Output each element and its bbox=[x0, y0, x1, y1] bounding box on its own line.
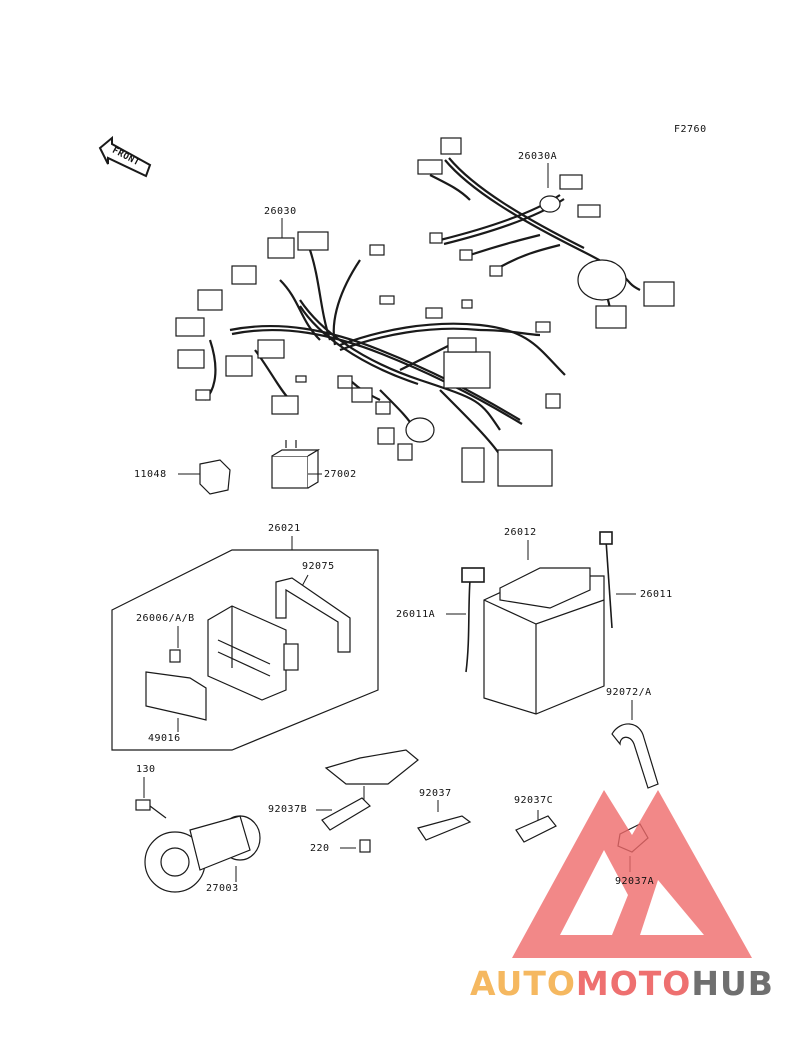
watermark-logo: AUTOMOTOHUB bbox=[470, 964, 774, 1003]
horn-bracket bbox=[324, 749, 419, 785]
front-arrow-icon bbox=[98, 135, 152, 178]
label-92037B: 92037B bbox=[268, 804, 308, 815]
part-92037B-clamp bbox=[321, 797, 371, 831]
part-49016-cover bbox=[145, 671, 207, 721]
main-harness-connectors bbox=[175, 231, 561, 487]
junction-box bbox=[207, 605, 299, 701]
label-92037C: 92037C bbox=[514, 795, 554, 806]
part-26006-fuse bbox=[169, 649, 181, 663]
part-92037-band bbox=[417, 815, 472, 841]
figure-code: F2760 bbox=[674, 124, 707, 135]
label-92037: 92037 bbox=[419, 788, 452, 799]
part-27003-horn bbox=[144, 815, 261, 893]
battery-cables bbox=[461, 531, 613, 673]
label-92037A: 92037A bbox=[615, 876, 655, 887]
watermark-auto: AUTO bbox=[470, 964, 576, 1003]
label-26012: 26012 bbox=[504, 527, 537, 538]
watermark-hub: HUB bbox=[691, 964, 774, 1003]
label-92075: 92075 bbox=[302, 561, 335, 572]
part-92037C-clamp bbox=[515, 815, 557, 843]
sub-harness-connectors bbox=[417, 137, 675, 329]
part-220-screw bbox=[359, 839, 371, 853]
label-130: 130 bbox=[136, 764, 156, 775]
label-26030A: 26030A bbox=[518, 151, 558, 162]
watermark-triangle-icon bbox=[512, 790, 752, 958]
part-26021-kit-outline bbox=[111, 549, 379, 751]
label-11048: 11048 bbox=[134, 469, 167, 480]
label-26011A: 26011A bbox=[396, 609, 436, 620]
part-92075-band bbox=[275, 577, 351, 653]
part-26012-battery bbox=[483, 567, 605, 715]
part-130-bolt bbox=[135, 799, 167, 819]
part-11048-clip bbox=[199, 459, 231, 495]
label-27003: 27003 bbox=[206, 883, 239, 894]
label-26021: 26021 bbox=[268, 523, 301, 534]
watermark-moto: MOTO bbox=[575, 964, 692, 1003]
part-27002-relay bbox=[271, 440, 321, 489]
part-92072-strap bbox=[611, 723, 659, 789]
label-92072: 92072/A bbox=[606, 687, 652, 698]
label-26011: 26011 bbox=[640, 589, 673, 600]
label-26030: 26030 bbox=[264, 206, 297, 217]
label-27002: 27002 bbox=[324, 469, 357, 480]
label-49016: 49016 bbox=[148, 733, 181, 744]
label-26006: 26006/A/B bbox=[136, 613, 195, 624]
label-220: 220 bbox=[310, 843, 330, 854]
